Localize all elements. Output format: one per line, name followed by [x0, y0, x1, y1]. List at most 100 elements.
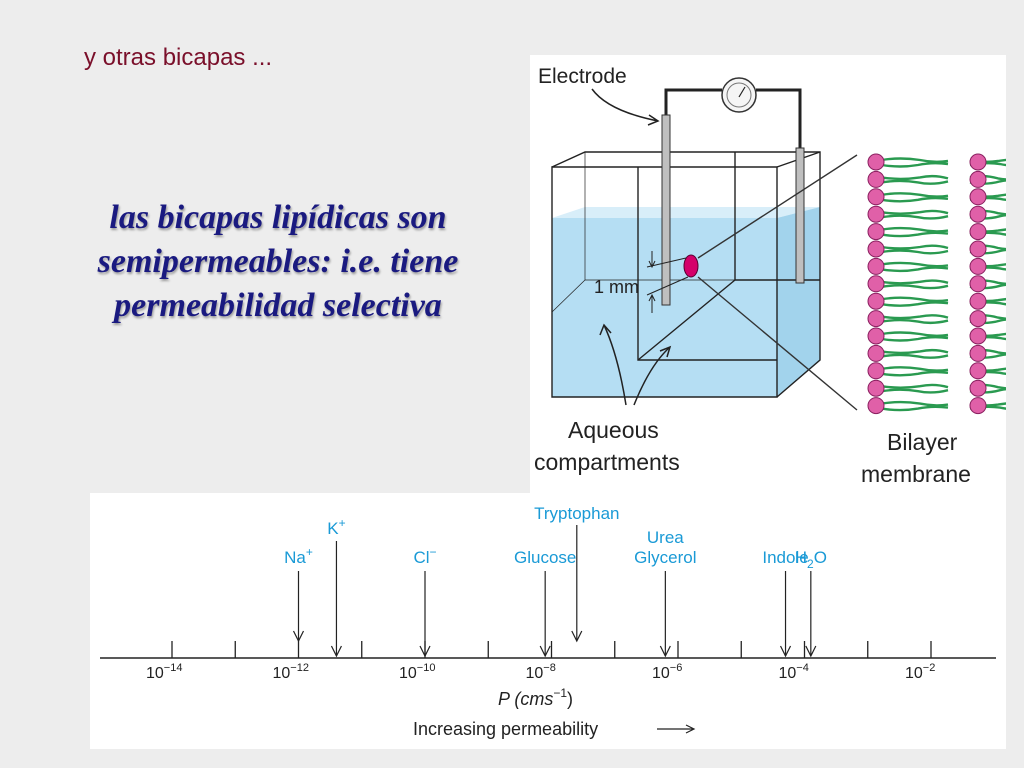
lipid-tail — [881, 370, 949, 377]
scale-direction-label: Increasing permeability — [413, 719, 598, 739]
lipid-head — [867, 240, 885, 258]
lipid-head — [969, 397, 987, 415]
gap-label: 1 mm — [594, 277, 639, 297]
lipid-tail — [881, 162, 949, 168]
tank-outline — [551, 151, 821, 398]
lipid-head — [867, 327, 885, 345]
molecule-marker: Tryptophan — [534, 504, 619, 643]
scale-ticks — [171, 641, 932, 658]
molecule-label: H2O — [795, 548, 827, 571]
electrode-wire — [664, 88, 722, 117]
lipid-head — [867, 257, 885, 275]
compartment-pointer-left — [603, 324, 627, 406]
molecule-arrow-head — [419, 645, 431, 658]
molecule-arrow-head — [539, 645, 551, 658]
molecule-arrow-head — [330, 645, 342, 658]
molecule-label: Cl− — [413, 545, 436, 567]
lipid-head — [867, 170, 885, 188]
compartment-pointer-right-head — [659, 345, 672, 358]
molecule-marker: Cl− — [413, 545, 437, 658]
molecule-arrow-head — [292, 630, 305, 643]
lipid-head — [867, 153, 885, 171]
bilayer-experiment-svg: 1 mm Electrode Aqueous compartments Bila… — [534, 65, 1024, 487]
bilayer-experiment-figure: 1 mm Electrode Aqueous compartments Bila… — [530, 55, 1024, 495]
lipid-head — [867, 397, 885, 415]
lipid-head — [969, 188, 987, 206]
lipid-tail — [881, 336, 949, 342]
scale-tick-label: 10−14 — [146, 662, 182, 682]
lipid-head — [969, 153, 987, 171]
bilayer-label-line-1: Bilayer — [887, 429, 958, 455]
lipid-tail — [881, 348, 949, 355]
lipid-tail — [881, 318, 949, 325]
lipid-head — [969, 257, 987, 275]
gap-marker — [646, 251, 689, 313]
molecule-label: Na+ — [284, 545, 313, 567]
water-side-face — [777, 207, 820, 397]
bilayer-label-line-2: membrane — [861, 461, 971, 487]
molecule-marker: Glycerol — [634, 548, 697, 658]
lipid-head — [969, 292, 987, 310]
membrane-hole — [683, 254, 699, 278]
molecule-marker: Indole — [762, 548, 809, 658]
molecule-label: Tryptophan — [534, 504, 619, 523]
molecule-marker: Na+ — [284, 545, 313, 643]
electrode-left — [661, 114, 671, 306]
molecule-arrow-head — [779, 645, 792, 658]
compartments-label-line-1: Aqueous — [568, 417, 659, 443]
lipid-tail — [881, 284, 949, 290]
compartment-pointer-right — [633, 346, 671, 406]
lipid-head — [867, 379, 885, 397]
lipid-tail — [881, 231, 949, 238]
meter-icon — [721, 77, 757, 113]
lipid-head — [867, 344, 885, 362]
lipid-head — [969, 310, 987, 328]
lipid-tail — [881, 383, 949, 389]
electrode-label: Electrode — [538, 65, 627, 88]
lipid-tail — [881, 244, 949, 250]
lipid-head — [867, 205, 885, 223]
lipid-tail — [881, 179, 949, 185]
lipid-head — [969, 344, 987, 362]
molecule-label: Urea — [647, 528, 684, 547]
lipid-head — [969, 275, 987, 293]
lipid-tail — [881, 301, 949, 307]
lipid-head — [969, 240, 987, 258]
scale-tick-label: 10−10 — [399, 662, 435, 682]
lipid-head — [867, 292, 885, 310]
direction-arrow — [657, 724, 696, 734]
lipid-tail — [881, 266, 949, 273]
lipid-head — [969, 327, 987, 345]
lipid-tail — [881, 405, 949, 412]
electrode-right — [795, 147, 805, 284]
molecule-arrow-head — [805, 645, 817, 658]
slide-body-text: las bicapas lipídicas son semipermeables… — [40, 196, 516, 328]
slide-subtitle: y otras bicapas ... — [84, 44, 273, 71]
molecule-marker: Glucose — [514, 548, 576, 658]
lipid-head — [867, 362, 885, 380]
lipid-tail — [881, 157, 949, 163]
electrode-pointer — [591, 88, 659, 122]
scale-tick-label: 10−4 — [779, 662, 809, 682]
bilayer-membrane-drawing — [867, 153, 1024, 415]
molecule-label: Glycerol — [634, 548, 696, 567]
scale-tick-label: 10−12 — [273, 662, 309, 682]
lipid-head — [969, 205, 987, 223]
molecule-arrow-head — [571, 630, 583, 643]
molecule-marker: Urea — [647, 528, 684, 547]
lipid-tail — [881, 214, 949, 220]
lipid-tail — [881, 209, 949, 215]
water-front-face — [552, 218, 777, 397]
lipid-tail — [881, 261, 949, 268]
molecule-marker: K+ — [327, 516, 346, 658]
lipid-head — [969, 362, 987, 380]
lipid-head — [867, 275, 885, 293]
scale-tick-label: 10−6 — [652, 662, 682, 682]
lipid-head — [867, 223, 885, 241]
lipid-tail — [881, 314, 949, 320]
lipid-tail — [881, 331, 949, 337]
lipid-head — [867, 188, 885, 206]
scale-tick-label: 10−8 — [526, 662, 556, 682]
